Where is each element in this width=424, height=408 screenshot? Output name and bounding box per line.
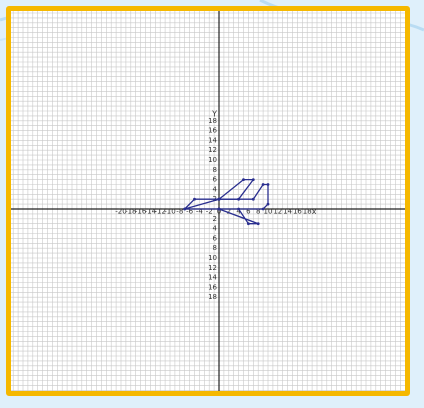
y-tick-label: 8 [213, 166, 217, 174]
y-tick-label: 4 [213, 225, 218, 233]
y-tick-label: 12 [208, 264, 217, 272]
vertex-point [257, 222, 260, 225]
x-tick-label: 10 [264, 208, 273, 216]
y-tick-label: 4 [213, 185, 218, 193]
vertex-point [252, 178, 255, 181]
y-tick-label: 8 [213, 244, 217, 252]
vertex-point [218, 208, 221, 211]
y-tick-label: 14 [208, 136, 217, 144]
y-tick-label: 14 [208, 274, 217, 282]
x-tick-label: 18 [303, 208, 312, 216]
vertex-point [267, 203, 270, 206]
x-tick-label: -10 [164, 208, 175, 216]
vertex-point [242, 178, 245, 181]
y-tick-label: 10 [208, 156, 217, 164]
y-tick-label: 18 [208, 293, 217, 301]
x-tick-label: 12 [273, 208, 282, 216]
x-tick-label: -8 [176, 208, 183, 216]
vertex-point [267, 183, 270, 186]
vertex-point [218, 198, 221, 201]
x-axis-name: x [312, 207, 317, 216]
vertex-point [252, 198, 255, 201]
y-tick-label: 2 [213, 215, 217, 223]
grid-lines [11, 11, 405, 391]
plane-shape [183, 178, 269, 225]
y-tick-label: 6 [213, 176, 218, 184]
vertex-point [262, 183, 265, 186]
vertex-point [193, 198, 196, 201]
x-tick-label: 14 [283, 208, 292, 216]
y-tick-label: 10 [208, 254, 217, 262]
vertex-point [183, 208, 186, 211]
y-tick-label: 16 [208, 127, 217, 135]
x-tick-label: 16 [293, 208, 302, 216]
vertex-point [262, 208, 265, 211]
y-tick-label: 12 [208, 146, 217, 154]
vertex-point [247, 222, 250, 225]
y-tick-label: 16 [208, 283, 217, 291]
axes [11, 11, 405, 391]
y-tick-label: 18 [208, 117, 217, 125]
y-tick-label: 6 [213, 234, 218, 242]
